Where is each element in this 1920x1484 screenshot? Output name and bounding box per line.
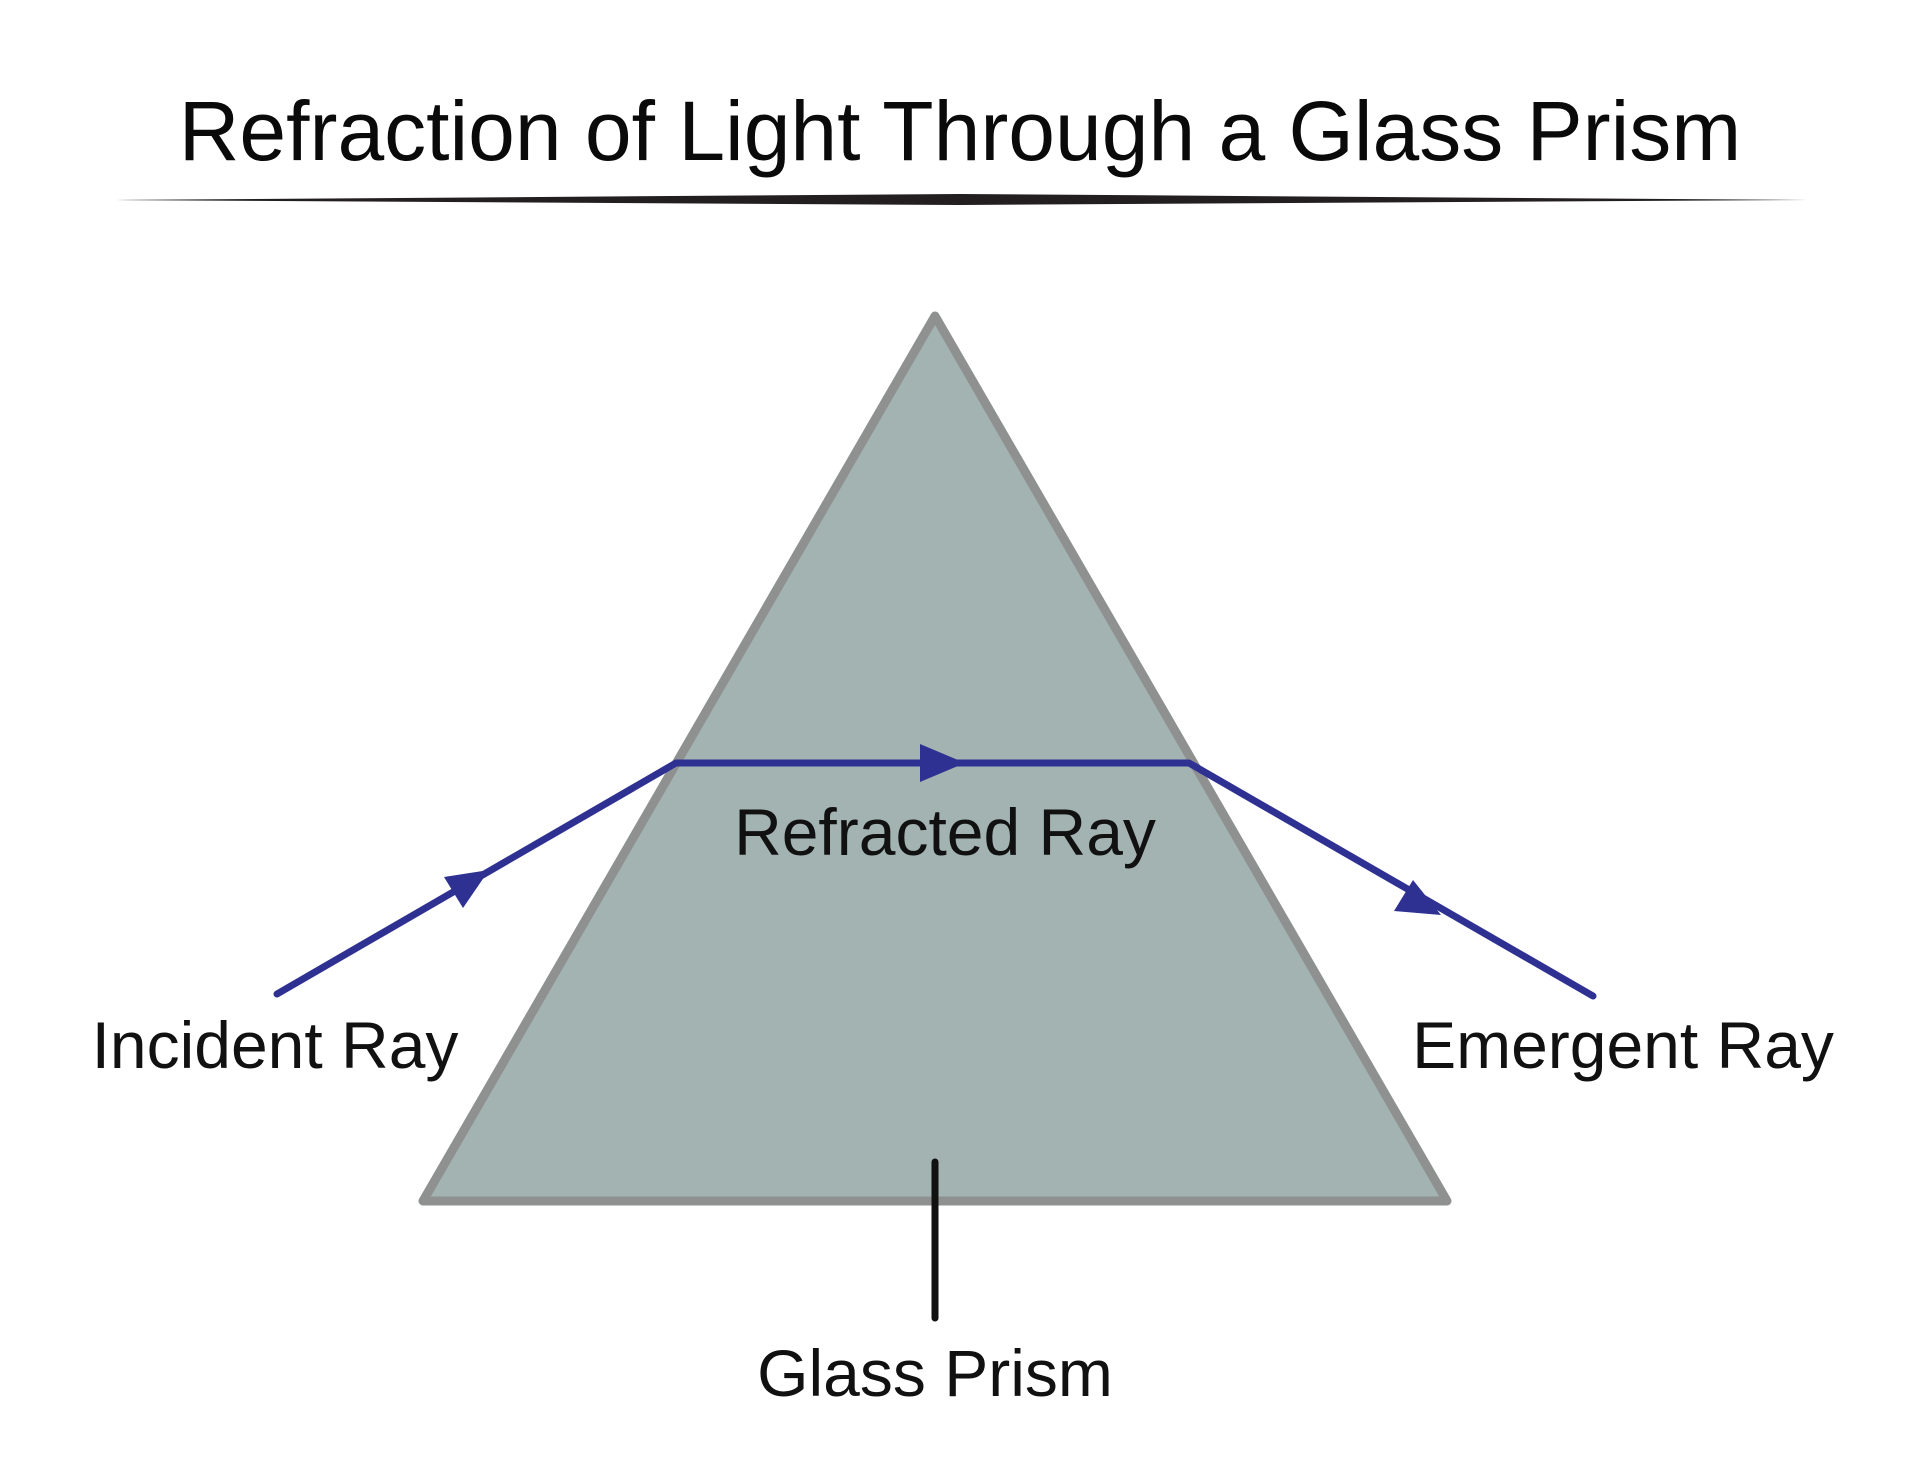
incident-ray-label: Incident Ray xyxy=(92,1008,459,1082)
glass-prism-label: Glass Prism xyxy=(757,1336,1113,1410)
incident-ray-arrowhead xyxy=(444,870,489,908)
refracted-ray-arrowhead xyxy=(920,744,965,782)
diagram-title: Refraction of Light Through a Glass Pris… xyxy=(179,84,1742,178)
refracted-ray-label: Refracted Ray xyxy=(734,795,1156,869)
title-divider xyxy=(116,194,1808,205)
emergent-ray-arrowhead xyxy=(1394,880,1441,915)
emergent-ray-label: Emergent Ray xyxy=(1412,1008,1834,1082)
